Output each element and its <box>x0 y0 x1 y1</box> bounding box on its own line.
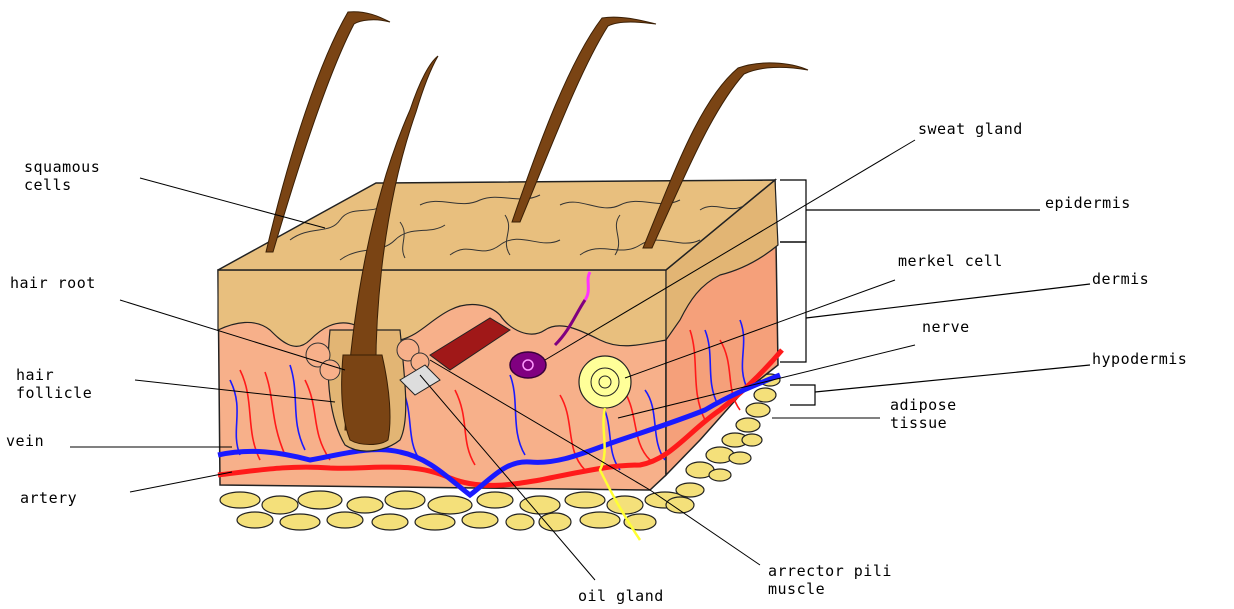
merkel-receptor <box>579 356 631 408</box>
sweat-gland-shape <box>510 352 546 378</box>
label-hair-follicle: hair follicle <box>16 366 92 402</box>
label-nerve: nerve <box>922 318 970 336</box>
artery-leader <box>130 472 232 492</box>
hair-root-bulb <box>342 355 390 445</box>
label-dermis: dermis <box>1092 270 1149 288</box>
label-squamous-cells: squamous cells <box>24 158 100 194</box>
label-artery: artery <box>20 489 77 507</box>
label-epidermis: epidermis <box>1045 194 1131 212</box>
label-arrector-pili-muscle: arrector pili muscle <box>768 562 892 598</box>
label-sweat-gland: sweat gland <box>918 120 1023 138</box>
label-hypodermis: hypodermis <box>1092 350 1187 368</box>
layer-brackets <box>780 180 1090 405</box>
squamous-leader <box>140 178 325 228</box>
label-hair-root: hair root <box>10 274 96 292</box>
label-merkel-cell: merkel cell <box>898 252 1003 270</box>
label-vein: vein <box>6 432 44 450</box>
label-adipose-tissue: adipose tissue <box>890 396 957 432</box>
label-oil-gland: oil gland <box>578 587 664 605</box>
